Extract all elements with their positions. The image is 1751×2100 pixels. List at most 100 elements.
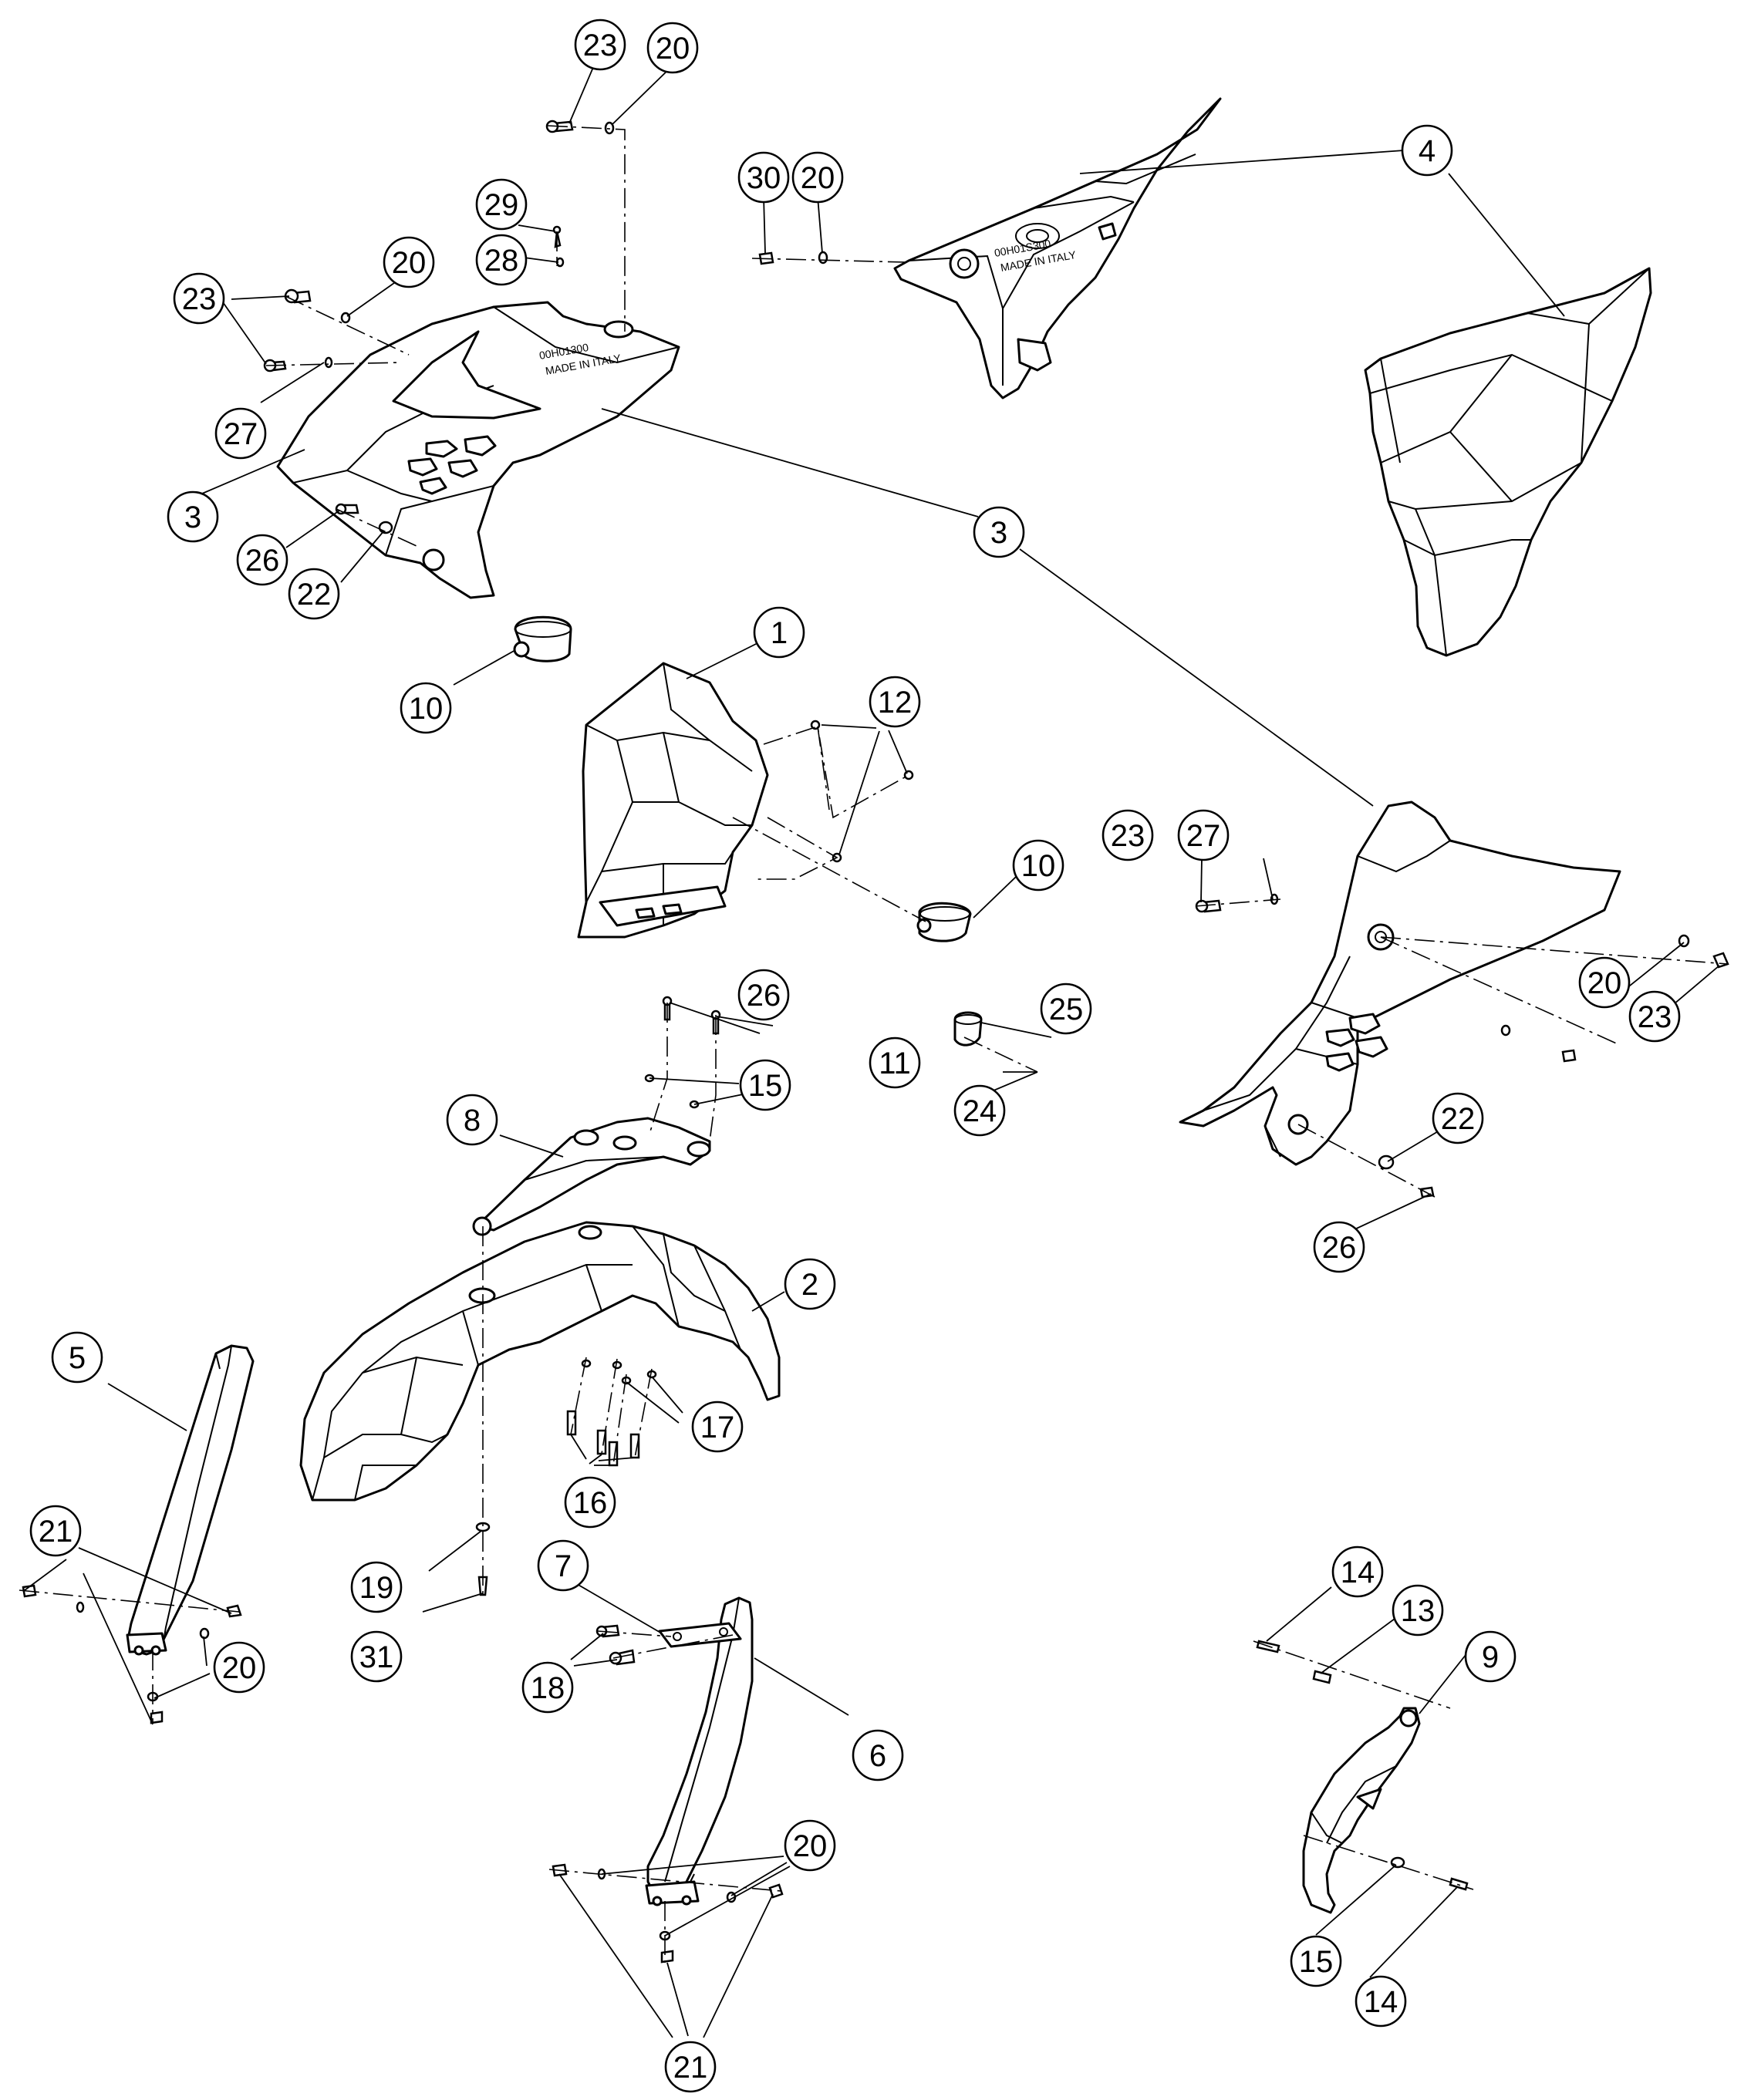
callout-3-b: 3 bbox=[973, 506, 1025, 558]
callout-circle bbox=[869, 676, 921, 728]
callout-number: 23 bbox=[1638, 1000, 1672, 1034]
callout-circle bbox=[213, 1641, 265, 1694]
callout-number: 20 bbox=[222, 1651, 257, 1685]
callout-circle bbox=[1578, 956, 1631, 1009]
part-4-side-panel-large bbox=[1364, 267, 1652, 657]
callout-2: 2 bbox=[784, 1258, 836, 1310]
callout-15-a: 15 bbox=[739, 1059, 791, 1111]
part-9-disc-guard bbox=[1302, 1707, 1421, 1914]
callout-number: 18 bbox=[531, 1671, 565, 1705]
callout-6: 6 bbox=[852, 1729, 904, 1781]
part-5-fork-guard-left bbox=[126, 1344, 255, 1656]
callout-circle bbox=[691, 1401, 744, 1453]
callout-number: 23 bbox=[1111, 819, 1145, 853]
callout-circle bbox=[784, 1258, 836, 1310]
callout-circle bbox=[852, 1729, 904, 1781]
callout-number: 20 bbox=[392, 246, 427, 280]
callout-circle bbox=[521, 1661, 574, 1714]
callout-circle bbox=[475, 178, 528, 231]
callout-number: 26 bbox=[1322, 1231, 1357, 1265]
callout-number: 2 bbox=[801, 1268, 818, 1302]
callout-circle bbox=[739, 1059, 791, 1111]
callout-circle bbox=[1401, 124, 1453, 177]
callout-circle bbox=[1177, 809, 1230, 861]
callout-circle bbox=[1040, 983, 1092, 1035]
part-1-number-plate bbox=[577, 662, 769, 939]
callout-circle bbox=[869, 1037, 921, 1089]
callout-10-b: 10 bbox=[1012, 839, 1064, 892]
part-10-clamp-lower bbox=[916, 902, 972, 942]
callout-16: 16 bbox=[564, 1476, 616, 1529]
callout-3-a: 3 bbox=[167, 490, 219, 543]
callout-circle bbox=[51, 1331, 103, 1384]
callout-15-b: 15 bbox=[1290, 1935, 1342, 1987]
callout-17: 17 bbox=[691, 1401, 744, 1453]
callout-circle bbox=[1331, 1546, 1384, 1598]
callout-23-c: 23 bbox=[1102, 809, 1154, 861]
callout-number: 24 bbox=[963, 1094, 997, 1128]
callout-19: 19 bbox=[350, 1561, 403, 1613]
callout-21-a: 21 bbox=[29, 1505, 82, 1557]
callout-24: 24 bbox=[953, 1084, 1006, 1137]
callout-number: 11 bbox=[879, 1047, 911, 1080]
part-7-bracket bbox=[658, 1622, 742, 1648]
callout-circle bbox=[1464, 1630, 1517, 1683]
callout-circle bbox=[737, 969, 790, 1021]
callout-number: 14 bbox=[1364, 1985, 1398, 2019]
callout-number: 4 bbox=[1419, 134, 1436, 168]
callout-circle bbox=[574, 19, 626, 71]
callout-number: 23 bbox=[182, 282, 217, 316]
callout-circle bbox=[537, 1539, 589, 1592]
callout-circle bbox=[646, 22, 699, 74]
callout-circle bbox=[1290, 1935, 1342, 1987]
callout-circle bbox=[350, 1630, 403, 1683]
callout-27-a: 27 bbox=[214, 407, 267, 460]
callout-4: 4 bbox=[1401, 124, 1453, 177]
part-6-fork-guard-right bbox=[645, 1596, 754, 1906]
callout-8: 8 bbox=[446, 1094, 498, 1146]
callout-number: 13 bbox=[1401, 1594, 1436, 1628]
callout-number: 20 bbox=[1587, 966, 1622, 1000]
callout-22-b: 22 bbox=[1432, 1092, 1484, 1144]
callout-27-b: 27 bbox=[1177, 809, 1230, 861]
callout-number: 10 bbox=[409, 692, 444, 726]
callout-20-b: 20 bbox=[791, 151, 844, 204]
callout-number: 20 bbox=[801, 161, 835, 195]
callout-11: 11 bbox=[869, 1037, 921, 1089]
callout-circle bbox=[236, 534, 288, 586]
callout-number: 21 bbox=[673, 2051, 708, 2085]
callout-26-c: 26 bbox=[1313, 1221, 1365, 1273]
callout-20-d: 20 bbox=[1578, 956, 1631, 1009]
callout-10-a: 10 bbox=[400, 682, 452, 734]
callout-number: 19 bbox=[359, 1571, 394, 1605]
callout-circle bbox=[1355, 1975, 1407, 2028]
part-2-front-fender bbox=[299, 1221, 781, 1502]
callout-number: 22 bbox=[1441, 1102, 1476, 1136]
callout-28: 28 bbox=[475, 234, 528, 286]
callout-circle bbox=[173, 272, 225, 325]
callout-circle bbox=[446, 1094, 498, 1146]
callout-21-b: 21 bbox=[664, 2041, 717, 2093]
callout-number: 16 bbox=[573, 1486, 608, 1520]
callout-circle bbox=[475, 234, 528, 286]
callout-circle bbox=[350, 1561, 403, 1613]
callout-9: 9 bbox=[1464, 1630, 1517, 1683]
callout-26-b: 26 bbox=[737, 969, 790, 1021]
callout-number: 12 bbox=[878, 686, 913, 720]
callout-circle bbox=[1432, 1092, 1484, 1144]
part-8-fender-bracket bbox=[472, 1117, 711, 1236]
callout-number: 3 bbox=[184, 501, 201, 534]
callout-23-a: 23 bbox=[574, 19, 626, 71]
callout-18: 18 bbox=[521, 1661, 574, 1714]
callout-26-a: 26 bbox=[236, 534, 288, 586]
callout-number: 27 bbox=[1186, 819, 1221, 853]
part-4-side-panel-small: 00H01S300 MADE IN ITALY bbox=[893, 97, 1222, 399]
callout-number: 17 bbox=[700, 1411, 735, 1444]
callout-5: 5 bbox=[51, 1331, 103, 1384]
callout-circle bbox=[1628, 990, 1681, 1043]
callout-circle bbox=[29, 1505, 82, 1557]
callout-number: 14 bbox=[1341, 1556, 1375, 1589]
callout-circle bbox=[664, 2041, 717, 2093]
callout-number: 6 bbox=[869, 1739, 886, 1773]
